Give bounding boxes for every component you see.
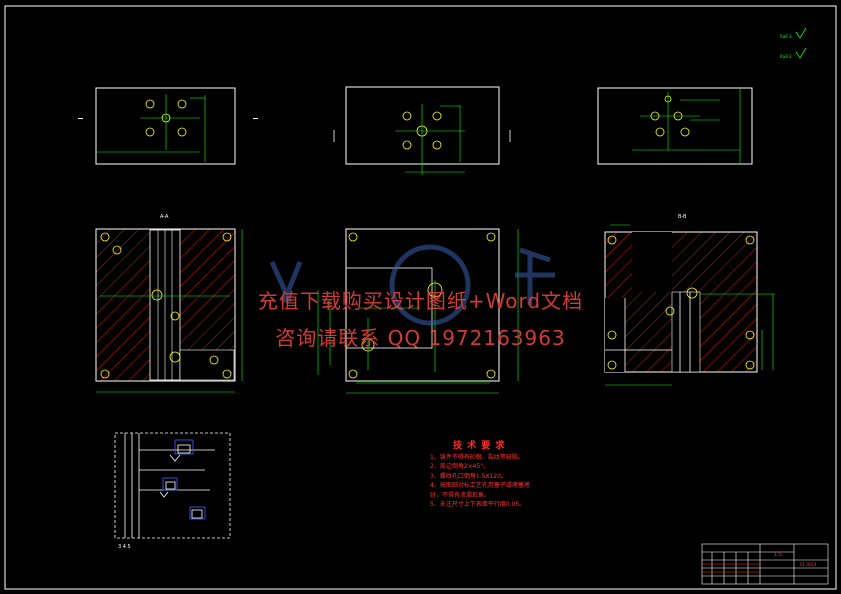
title-block: 1:5 01-0014 <box>701 543 829 585</box>
watermark-line-1: 充值下载购买设计图纸+Word文档 <box>257 289 584 313</box>
tech-requirement-item: 1、铸件不得有砂眼、裂纹等缺陷。 <box>430 454 524 461</box>
tech-requirement-item: 4、按图纸对标工艺孔用塞子或堵塞堵 <box>430 482 530 490</box>
watermark-line-2: 咨询请联系 QQ 1972163963 <box>275 326 566 350</box>
watermark-logo <box>269 244 555 326</box>
surface-finish-label-1: Ra6.3 <box>780 34 792 39</box>
section-view-left: A-A <box>95 214 243 393</box>
top-view-center <box>333 86 511 175</box>
title-block-scale: 1:5 <box>774 552 782 558</box>
hydraulic-schematic: 3 4 5 <box>114 432 231 550</box>
top-view-right <box>597 87 753 165</box>
tech-requirement-item: 好，不得有渗漏现象。 <box>430 491 491 499</box>
surface-finish-label-2: Ra3.2 <box>780 54 792 59</box>
title-block-drawing-no: 01-0014 <box>800 562 817 567</box>
section-view-right: B-B <box>604 214 775 386</box>
tech-requirement-item: 2、周边倒角2×45°。 <box>430 463 490 471</box>
section-label-right: B-B <box>678 214 687 220</box>
section-label-left: A-A <box>160 214 169 220</box>
tech-requirements-list: 1、铸件不得有砂眼、裂纹等缺陷。 2、周边倒角2×45°。 3、螺纹孔口倒角1.… <box>430 453 530 509</box>
top-view-left <box>78 87 258 165</box>
tech-requirements-title: 技 术 要 求 <box>453 441 506 451</box>
surface-finish-symbols: Ra6.3 Ra3.2 <box>780 27 807 59</box>
drawing-border <box>4 5 837 590</box>
tech-requirement-item: 5、未注尺寸上下表面平行度0.05。 <box>430 501 526 509</box>
tech-requirement-item: 3、螺纹孔口倒角1.5X120。 <box>430 472 507 480</box>
schematic-label: 3 4 5 <box>118 544 131 550</box>
section-view-center <box>317 228 519 394</box>
